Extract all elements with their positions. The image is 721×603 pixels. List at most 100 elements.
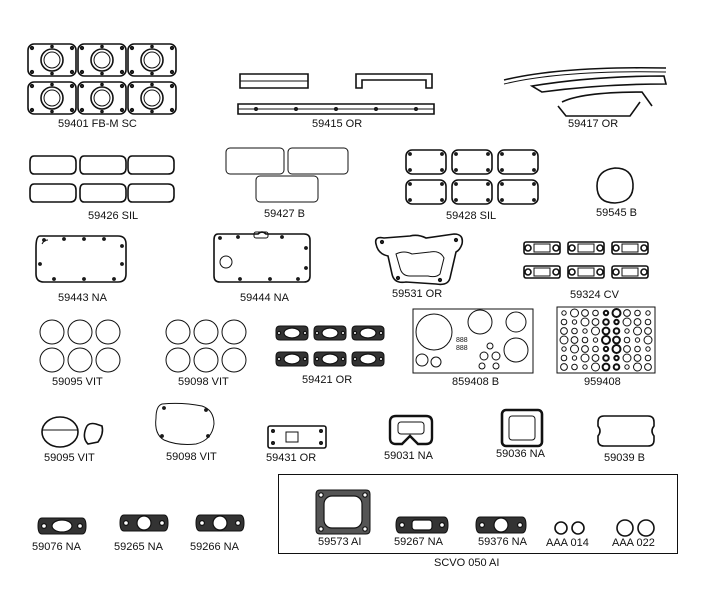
manifold-gasket-graphic [523,241,649,279]
gasket-59076[interactable] [36,516,88,536]
o-ring-mark [612,335,621,345]
gasket-59095[interactable] [40,412,106,450]
o-ring-mark [645,346,651,352]
o-ring-mark [602,309,610,317]
o-ring-mark [622,353,632,363]
o-ring-mark [591,318,600,326]
gasket-59431[interactable] [266,424,328,450]
o-ring-mark [601,335,611,345]
o-ring-mark [570,308,579,318]
gasket-59098[interactable] [152,400,218,448]
valve-cover-gasket-set-59428[interactable] [404,148,544,206]
o-ring-set-graphic [165,319,247,373]
pan-gasket-curved-graphic [503,66,668,117]
head-gasket-set-59401[interactable] [27,43,178,116]
valve-cover-gasket-set-59427[interactable] [224,146,350,204]
o-ring-mark [633,318,642,326]
o-ring-mark [559,335,569,345]
o-ring-mark [581,345,589,353]
o-ring-mark [624,328,630,334]
o-ring-mark [601,362,611,372]
o-ring-mark [644,318,652,326]
o-ring-mark [561,346,567,352]
gasket-kit-859408[interactable]: 888 888 [412,308,534,374]
part-code-59267: 59267 NA [394,536,443,548]
o-ring-mark [633,326,642,336]
o-ring-pair-graphic [616,519,655,537]
oval-gasket-graphic [41,416,104,448]
gasket-59376[interactable] [474,514,528,536]
part-code-59431: 59431 OR [266,452,317,464]
manifold-gasket-set-59324[interactable] [522,238,658,284]
o-ring-mark [602,345,610,353]
rounded-gasket-graphic [597,415,655,447]
o-ring-mark [644,327,652,335]
gasket-59545[interactable] [594,166,636,206]
part-code-aaa014: AAA 014 [546,537,589,549]
part-code-59427: 59427 B [264,208,305,220]
o-ring-mark [571,363,578,371]
side-cover-large-graphic [213,231,311,283]
exhaust-gasket-graphic [275,325,385,367]
pan-gasket-set-59417[interactable] [502,62,670,120]
o-ring-pair-aaa014[interactable] [552,520,588,536]
gasket-59031[interactable] [388,414,434,448]
o-ring-mark [591,362,600,372]
o-ring-mark [581,309,589,317]
o-ring-mark [611,344,622,354]
polygon-gasket-graphic [155,402,215,445]
gasket-59265[interactable] [118,512,170,534]
o-ring-mark [602,318,610,326]
part-code-59573: 59573 AI [318,536,362,548]
part-code-59036: 59036 NA [496,448,545,460]
side-cover-gasket-59444[interactable] [210,228,314,286]
irregular-gasket-graphic [374,233,464,286]
valve-cover-gasket-set-59426[interactable] [29,152,178,206]
part-code-59266: 59266 NA [190,541,239,553]
kit-box-scvo-050[interactable] [278,474,678,554]
ring-assortment-959408[interactable] [556,306,656,374]
part-code-59098-ring: 59098 VIT [178,376,229,388]
part-code-59401: 59401 FB-M SC [58,118,137,130]
o-ring-mark [611,308,622,318]
o-ring-mark [612,327,621,335]
rectangular-gasket-graphic [267,425,327,449]
o-ring-set-59098[interactable] [164,318,248,374]
two-bolt-gasket-graphic [475,516,527,534]
o-ring-mark [613,354,620,362]
gasket-59036[interactable] [500,408,544,448]
flange-gasket-graphic [388,414,434,446]
part-code-59265: 59265 NA [114,541,163,553]
part-code-59545: 59545 B [596,207,637,219]
o-ring-mark [601,326,611,336]
two-bolt-gasket-graphic [119,514,169,532]
oil-pan-gasket-set-59415[interactable] [236,70,436,120]
exhaust-gasket-set-59421[interactable] [275,322,386,370]
o-ring-pair-aaa022[interactable] [614,518,658,538]
valve-cover-gasket-graphic [29,155,175,203]
o-ring-mark [602,354,610,362]
o-ring-mark [613,318,620,326]
gasket-59531[interactable] [370,230,466,288]
part-code-59428: 59428 SIL [446,210,497,222]
o-ring-pair-graphic [554,521,585,535]
o-ring-mark [571,355,578,361]
o-ring-set-59095[interactable] [38,318,126,374]
part-code-59076: 59076 NA [32,541,81,553]
o-ring-mark [622,317,632,327]
gasket-59266[interactable] [194,512,246,534]
two-bolt-gasket-graphic [37,517,87,535]
part-code-aaa022: AAA 022 [612,537,655,549]
part-code-59376: 59376 NA [478,536,527,548]
o-ring-mark [560,354,568,362]
o-ring-mark [591,326,600,336]
gasket-59267[interactable] [394,514,450,536]
gasket-59039[interactable] [596,414,656,448]
o-ring-mark [580,353,590,363]
square-flange-gasket-graphic [500,408,544,448]
side-cover-gasket-59443[interactable] [34,234,130,286]
o-ring-mark [623,309,631,317]
gasket-59573[interactable] [314,488,372,536]
o-ring-mark [571,319,578,325]
